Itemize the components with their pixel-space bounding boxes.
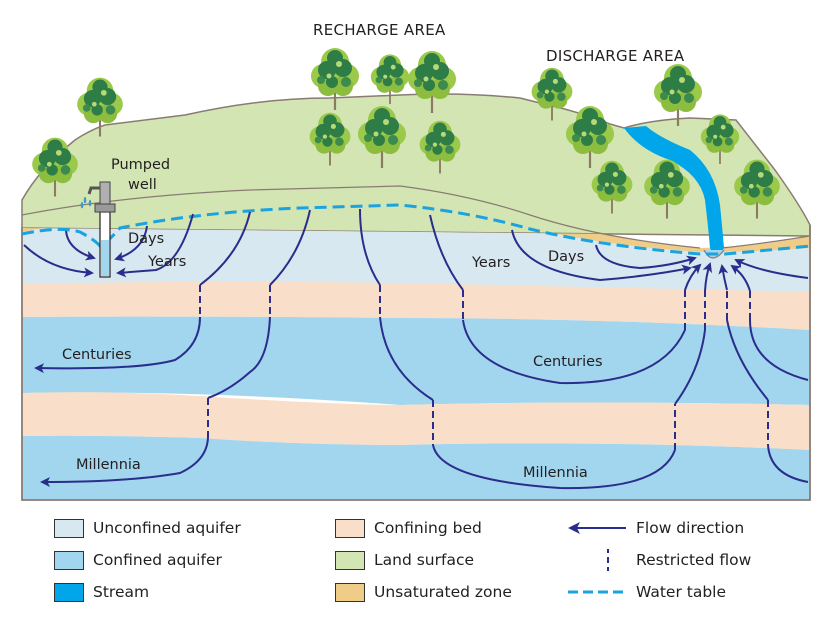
flow-line [207, 316, 271, 399]
water-table-dash-icon [568, 590, 628, 594]
legend-label: Unsaturated zone [374, 583, 512, 601]
flow-line [674, 329, 706, 405]
legend-label: Flow direction [636, 519, 745, 537]
legend-label: Land surface [374, 551, 475, 569]
flow-line [429, 214, 464, 291]
legend-item-confining-bed: Confining bed [335, 516, 482, 540]
legend-label: Stream [93, 583, 150, 601]
confining-bed-upper [22, 281, 810, 330]
restricted-flow-dash-icon [607, 549, 609, 571]
legend-item-land-surface: Land surface [335, 548, 474, 572]
right-centuries-label: Centuries [533, 354, 603, 370]
confined-aquifer-upper [22, 316, 810, 405]
flow-line [702, 262, 712, 292]
confined-aquifer-swatch [54, 550, 84, 570]
legend: Unconfined aquifer Confined aquifer Stre… [0, 512, 840, 612]
flow-line [767, 444, 809, 483]
unconfined-aquifer [22, 228, 810, 300]
flow-line [23, 244, 94, 278]
discharge-area-title: DISCHARGE AREA [546, 47, 685, 65]
legend-label: Water table [636, 583, 727, 601]
well-days-label: Days [128, 231, 164, 247]
flow-line [269, 209, 311, 286]
flow-line [730, 264, 751, 292]
legend-label: Confining bed [374, 519, 482, 537]
legend-label: Confined aquifer [93, 551, 222, 569]
recharge-area-title: RECHARGE AREA [313, 21, 446, 39]
legend-item-flow-direction: Flow direction [566, 516, 744, 540]
flow-line [65, 230, 96, 261]
flow-line [379, 316, 434, 401]
confining-bed-lower [22, 392, 810, 450]
legend-item-restricted-flow: Restricted flow [566, 548, 751, 572]
flow-line [749, 319, 809, 381]
stream-days-label: Days [548, 249, 584, 265]
flow-line [40, 435, 209, 487]
flow-direction-arrow-icon [568, 522, 626, 534]
well-years-label: Years [147, 254, 186, 270]
legend-item-unsaturated-zone: Unsaturated zone [335, 580, 512, 604]
unsaturated-zone-swatch [335, 582, 365, 602]
flow-line [116, 213, 194, 278]
legend-label: Unconfined aquifer [93, 519, 241, 537]
water-table [21, 203, 811, 256]
flow-line [432, 444, 676, 490]
flow-line [359, 208, 381, 286]
left-millennia-label: Millennia [76, 457, 141, 473]
confining-bed-swatch [335, 518, 365, 538]
flow-line [726, 319, 769, 401]
legend-item-unconfined-aquifer: Unconfined aquifer [54, 516, 241, 540]
stream-swatch [54, 582, 84, 602]
pumped-well [80, 181, 116, 278]
pumped-well-label-line1: Pumped [111, 157, 170, 173]
flow-line [462, 319, 686, 385]
flow-line [718, 264, 729, 291]
legend-item-water-table: Water table [566, 580, 726, 604]
flow-line [511, 229, 692, 282]
flow-lines [23, 208, 809, 490]
flow-line [595, 244, 697, 270]
flow-line [114, 225, 148, 262]
flow-line [199, 211, 251, 286]
land-surface-swatch [335, 550, 365, 570]
confined-aquifer-lower [22, 435, 810, 500]
legend-label: Restricted flow [636, 551, 752, 569]
stream [624, 126, 724, 255]
pumped-well-label-line2: well [128, 177, 157, 193]
flow-line [684, 263, 702, 291]
left-centuries-label: Centuries [62, 347, 132, 363]
legend-item-stream: Stream [54, 580, 149, 604]
unconfined-aquifer-swatch [54, 518, 84, 538]
flow-line [34, 316, 201, 374]
groundwater-flow-diagram: RECHARGE AREA DISCHARGE AREA Pumped well… [21, 21, 811, 501]
flow-line [734, 259, 809, 279]
legend-item-confined-aquifer: Confined aquifer [54, 548, 222, 572]
stream-years-label: Years [471, 255, 510, 271]
right-millennia-label: Millennia [523, 465, 588, 481]
